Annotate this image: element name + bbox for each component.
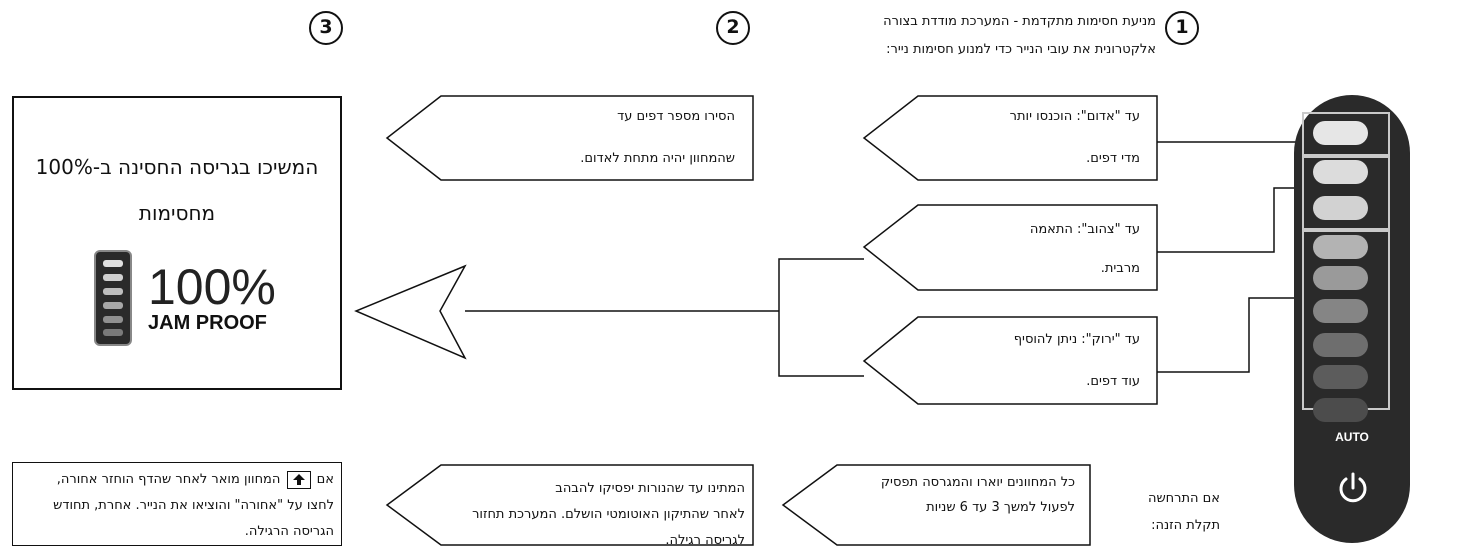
callout-remove-line-2: שהמחוון יהיה מתחת לאדום.: [580, 151, 735, 166]
power-icon[interactable]: [1333, 468, 1373, 508]
panel-highlight-yellow: [1302, 156, 1390, 230]
mini-indicator-panel-icon: [94, 250, 132, 346]
reverse-line-1: אם המחוון מואר לאחר שהדף הוחזר אחורה,: [20, 466, 334, 493]
callout-stop-shape: [781, 464, 1091, 546]
callout-red-shape: [862, 95, 1158, 181]
bracket-line: [778, 258, 864, 377]
intro-line-2: אלקטרונית את עובי הנייר כדי למנוע חסימות…: [886, 42, 1156, 57]
result-line-1: המשיכו בגריסה החסינה ב-100%: [35, 155, 319, 179]
panel-led: [1313, 160, 1368, 184]
connector-green: [1157, 297, 1304, 373]
reverse-line-1-rest: המחוון מואר לאחר שהדף הוחזר אחורה,: [56, 472, 281, 487]
mini-led: [103, 329, 123, 336]
callout-yellow-line-1: עד "צהוב": התאמה: [1029, 222, 1140, 237]
panel-led: [1313, 299, 1368, 323]
callout-remove-shape: [385, 95, 754, 181]
callout-yellow-line-2: מרבית.: [1100, 261, 1140, 276]
callout-remove-line-1: הסירו מספר דפים עד: [617, 109, 735, 124]
panel-highlight-red: [1302, 112, 1390, 156]
result-line-2: מחסימות: [138, 201, 216, 225]
panel-led: [1313, 121, 1368, 145]
overheat-line-1: אם התרחשה: [1147, 491, 1220, 506]
panel-led: [1313, 333, 1368, 357]
big-arrow-head: [354, 264, 467, 360]
jam-proof-label: JAM PROOF: [148, 312, 267, 334]
connector-yellow: [1157, 187, 1304, 253]
jam-proof-percent: 100%: [148, 259, 276, 315]
mini-led: [103, 274, 123, 281]
callout-green-line-2: עוד דפים.: [1086, 374, 1140, 389]
callout-wait-shape: [385, 464, 754, 546]
panel-led: [1313, 235, 1368, 259]
panel-led: [1313, 365, 1368, 389]
panel-led: [1313, 196, 1368, 220]
reverse-indicator-icon: [286, 470, 311, 489]
overheat-line-2: תקלת הזנה:: [1151, 518, 1220, 533]
panel-led: [1313, 266, 1368, 290]
stop-line-2: לפעול למשך 3 עד 6 שניות: [926, 500, 1075, 515]
callout-yellow-shape: [862, 204, 1158, 291]
callout-red-line-1: עד "אדום": הוכנסו יותר: [1009, 109, 1140, 124]
reverse-line-1-prefix: אם: [316, 472, 334, 487]
callout-green-shape: [862, 316, 1158, 405]
step-2-badge: 2: [716, 11, 750, 45]
callout-red-line-2: מדי דפים.: [1086, 151, 1140, 166]
reverse-line-2: לחצו על "אחורה" והוציאו את הנייר. אחרת, …: [53, 498, 334, 513]
mini-led: [103, 260, 123, 267]
result-box: [12, 96, 342, 390]
wait-line-2: לאחר שהתיקון האוטומטי הושלם. המערכת תחזו…: [472, 507, 745, 522]
wait-line-1: המתינו עד שהנורות יפסיקו להבהב: [555, 481, 745, 496]
auto-label: AUTO: [1335, 430, 1369, 444]
stop-line-1: כל המחוונים יוארו והמגרסה תפסיק: [880, 475, 1075, 490]
wait-line-3: לגריסה רגילה.: [665, 533, 745, 548]
mini-led: [103, 302, 123, 309]
mini-led: [103, 288, 123, 295]
step-3-badge: 3: [309, 11, 343, 45]
reverse-line-3: הגריסה הרגילה.: [244, 524, 334, 539]
intro-line-1: מניעת חסימות מתקדמת - המערכת מודדת בצורה: [883, 14, 1156, 29]
panel-led: [1313, 398, 1368, 422]
callout-green-line-1: עד "ירוק": ניתן להוסיף: [1013, 332, 1140, 347]
mini-led: [103, 316, 123, 323]
step-1-badge: 1: [1165, 11, 1199, 45]
